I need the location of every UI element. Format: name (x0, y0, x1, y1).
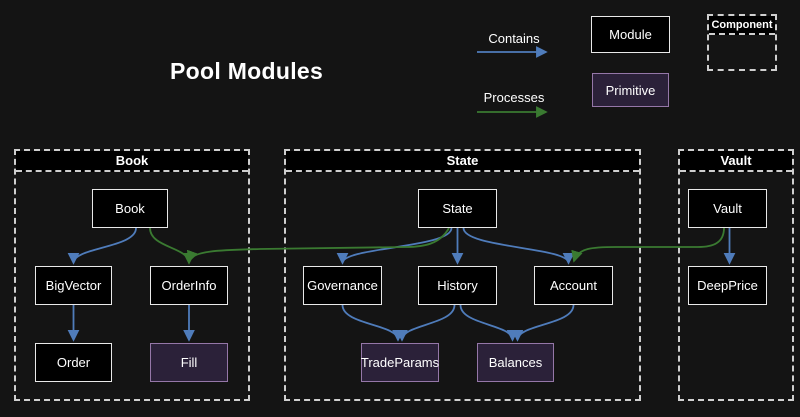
edge-history-balances (459, 304, 519, 342)
legend-module-sample: Module (591, 16, 670, 53)
node-deepprice: DeepPrice (688, 266, 767, 305)
group-book-label: Book (16, 151, 248, 172)
legend-primitive-sample: Primitive (592, 73, 669, 107)
edge-account-balances (511, 304, 575, 342)
edge-vault-account (571, 227, 725, 263)
node-balances: Balances (477, 343, 554, 382)
node-fill: Fill (150, 343, 228, 382)
legend-processes-label: Processes (483, 90, 545, 105)
group-book: Book (14, 149, 250, 401)
group-vault-label: Vault (680, 151, 792, 172)
node-state: State (418, 189, 497, 228)
node-orderinfo: OrderInfo (150, 266, 228, 305)
node-book: Book (92, 189, 168, 228)
node-tradeparams: TradeParams (361, 343, 439, 382)
edge-state-account (462, 227, 575, 265)
legend-contains-label: Contains (488, 31, 540, 46)
diagram-title: Pool Modules (170, 58, 324, 84)
legend-component-sample: Component (707, 14, 777, 71)
node-governance: Governance (303, 266, 382, 305)
node-account: Account (534, 266, 613, 305)
node-order: Order (35, 343, 112, 382)
node-vault: Vault (688, 189, 767, 228)
node-history: History (418, 266, 497, 305)
edge-state-orderinfo (186, 227, 450, 263)
group-vault: Vault (678, 149, 794, 401)
legend-component-label: Component (709, 16, 775, 35)
edge-book-bigvector (67, 227, 137, 265)
edge-history-tradeparams (396, 304, 456, 342)
group-state-label: State (286, 151, 639, 172)
node-bigvector: BigVector (35, 266, 112, 305)
group-state: State (284, 149, 641, 401)
